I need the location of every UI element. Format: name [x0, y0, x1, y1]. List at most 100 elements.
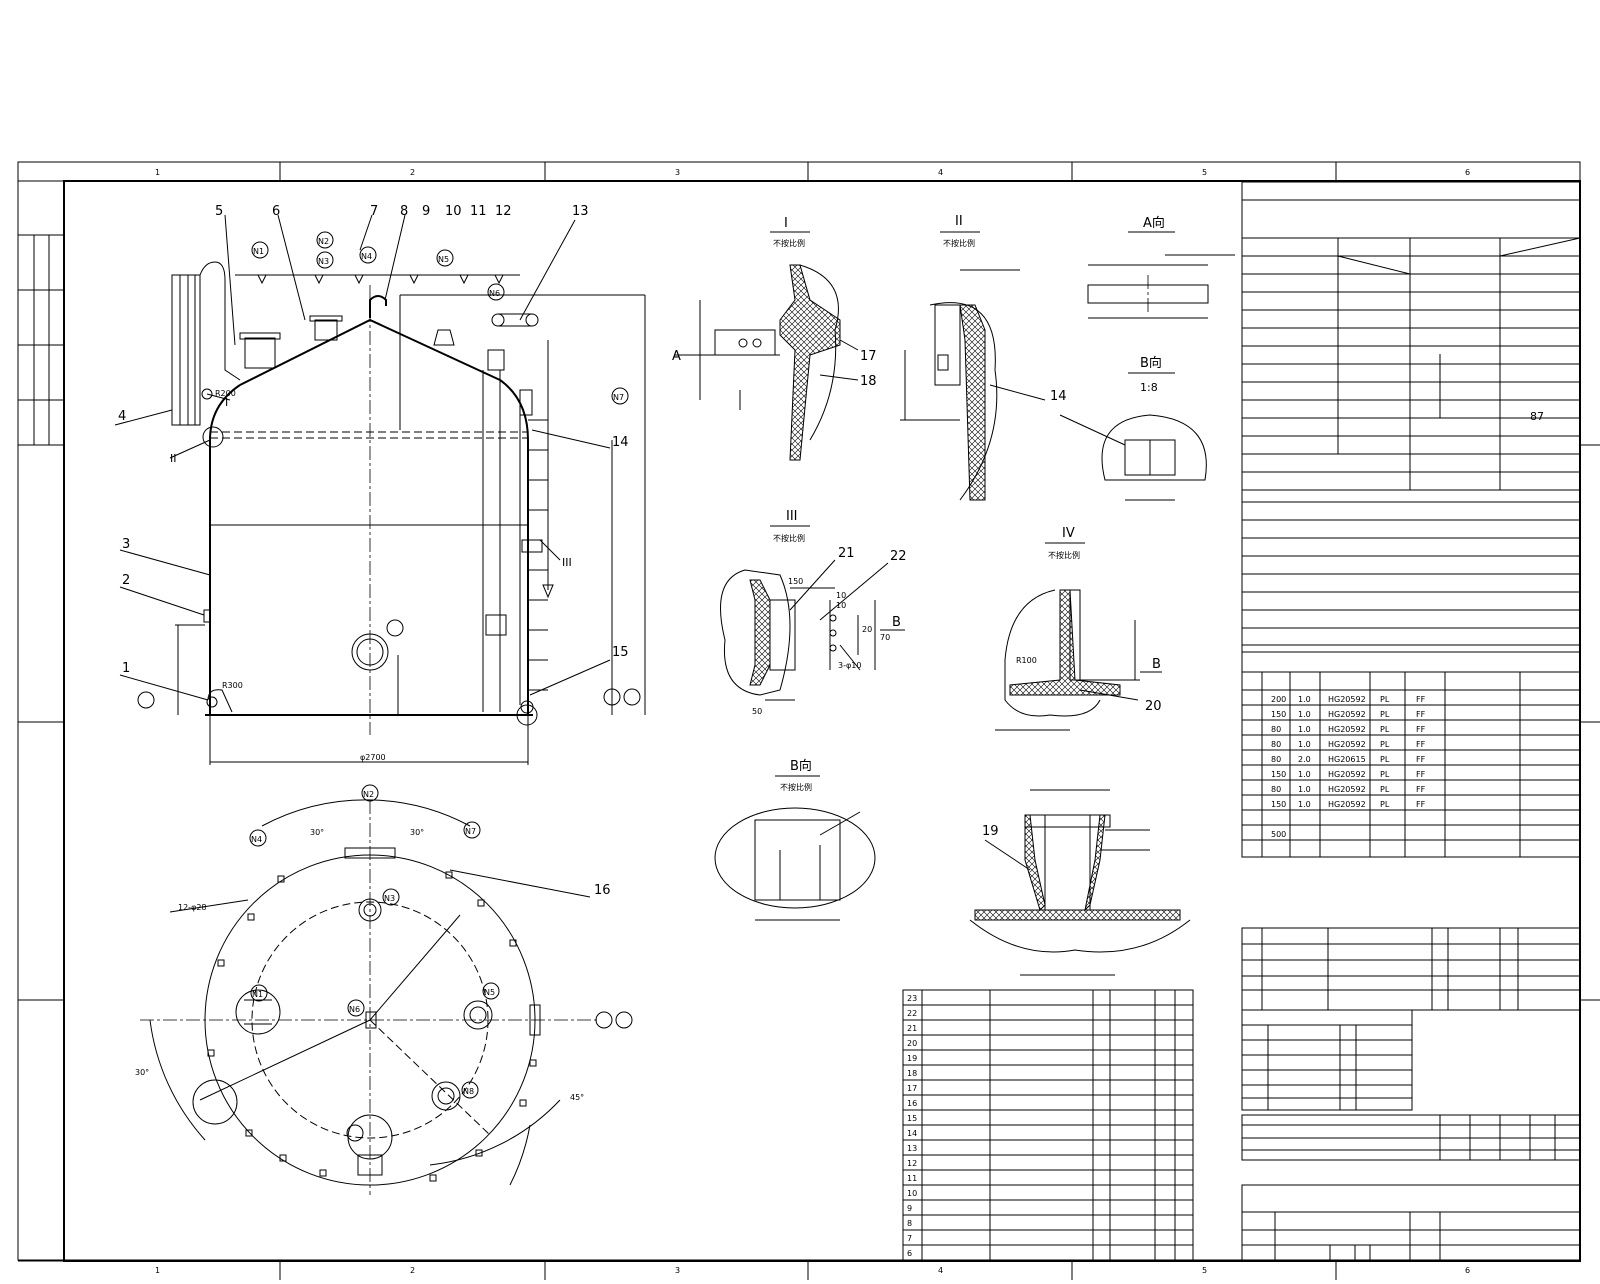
svg-text:16: 16 [907, 1099, 917, 1108]
svg-text:N4: N4 [251, 835, 262, 844]
svg-text:20: 20 [1145, 699, 1162, 714]
svg-text:N6: N6 [489, 289, 500, 298]
svg-text:18: 18 [860, 374, 877, 389]
svg-text:21: 21 [907, 1024, 917, 1033]
svg-text:18: 18 [907, 1069, 917, 1078]
svg-text:PL: PL [1380, 770, 1390, 779]
svg-text:14: 14 [1050, 389, 1067, 404]
svg-text:3: 3 [675, 1266, 680, 1275]
svg-text:12-φ28: 12-φ28 [178, 903, 207, 912]
nozzle-detail [969, 789, 1191, 976]
svg-text:87: 87 [1530, 410, 1544, 423]
svg-text:17: 17 [860, 349, 877, 364]
svg-text:PL: PL [1380, 785, 1390, 794]
svg-text:N5: N5 [438, 255, 449, 264]
svg-text:15: 15 [907, 1114, 917, 1123]
detail-b-view-1: B向 1:8 [1059, 355, 1207, 501]
svg-text:2.0: 2.0 [1298, 755, 1311, 764]
svg-text:17: 17 [907, 1084, 917, 1093]
svg-text:19: 19 [982, 824, 999, 839]
svg-text:1: 1 [155, 168, 160, 177]
svg-text:N2: N2 [363, 790, 374, 799]
part-label: 12 [495, 204, 512, 219]
svg-text:16: 16 [594, 883, 611, 898]
svg-text:不按比例: 不按比例 [943, 238, 975, 248]
dim-label: R200 [215, 389, 236, 398]
svg-text:N3: N3 [318, 257, 329, 266]
svg-text:PL: PL [1380, 725, 1390, 734]
svg-text:150: 150 [788, 577, 803, 586]
svg-text:HG20592: HG20592 [1328, 740, 1366, 749]
svg-text:FF: FF [1416, 695, 1426, 704]
svg-text:HG20592: HG20592 [1328, 785, 1366, 794]
svg-text:70: 70 [880, 633, 890, 642]
detail-ref: I [225, 396, 228, 409]
part-label: 2 [122, 573, 130, 588]
svg-text:N7: N7 [613, 393, 624, 402]
svg-text:HG20592: HG20592 [1328, 770, 1366, 779]
svg-text:1.0: 1.0 [1298, 710, 1311, 719]
design-data-table: 87 [1241, 181, 1581, 503]
parts-list-table [902, 989, 1194, 1261]
svg-text:IV: IV [1062, 526, 1075, 541]
svg-text:9: 9 [907, 1204, 912, 1213]
part-label: 13 [572, 204, 589, 219]
part-label: 9 [422, 204, 430, 219]
approval-block [1241, 1009, 1413, 1111]
svg-text:20: 20 [907, 1039, 917, 1048]
svg-text:500: 500 [1271, 830, 1286, 839]
svg-text:PL: PL [1380, 740, 1390, 749]
svg-text:2: 2 [410, 1266, 415, 1275]
title-block [1241, 1184, 1581, 1261]
detail-a-view: A向 [1087, 215, 1235, 319]
svg-text:22: 22 [907, 1009, 917, 1018]
svg-text:不按比例: 不按比例 [1048, 550, 1080, 560]
detail-iii: III 不按比例 [720, 509, 905, 701]
svg-text:HG20592: HG20592 [1328, 800, 1366, 809]
svg-text:20: 20 [862, 625, 872, 634]
svg-text:11: 11 [907, 1174, 917, 1183]
svg-text:5: 5 [1202, 1266, 1207, 1275]
svg-text:1.0: 1.0 [1298, 770, 1311, 779]
part-label: 14 [612, 435, 629, 450]
svg-text:200: 200 [1271, 695, 1286, 704]
part-label: 8 [400, 204, 408, 219]
svg-text:N8: N8 [463, 1087, 474, 1096]
svg-text:PL: PL [1380, 710, 1390, 719]
svg-text:不按比例: 不按比例 [780, 782, 812, 792]
main-view-nozzle-tags: N1 N2 N3 N4 N5 N6 N7 [137, 231, 641, 709]
svg-text:80: 80 [1271, 740, 1281, 749]
part-label: 10 [445, 204, 462, 219]
svg-text:30°: 30° [135, 1068, 149, 1077]
svg-text:1.0: 1.0 [1298, 740, 1311, 749]
svg-text:80: 80 [1271, 755, 1281, 764]
svg-text:19: 19 [907, 1054, 917, 1063]
detail-iv-labels: 20 B R100 [1016, 656, 1162, 714]
svg-text:10: 10 [836, 601, 846, 610]
svg-text:1: 1 [155, 1266, 160, 1275]
svg-text:B向: B向 [1140, 355, 1162, 371]
svg-text:N2: N2 [318, 237, 329, 246]
svg-text:PL: PL [1380, 755, 1390, 764]
svg-text:N1: N1 [252, 990, 263, 999]
svg-text:HG20592: HG20592 [1328, 725, 1366, 734]
svg-text:80: 80 [1271, 725, 1281, 734]
detail-i: I 不按比例 [675, 216, 859, 461]
svg-text:45°: 45° [570, 1093, 584, 1102]
svg-text:PL: PL [1380, 695, 1390, 704]
svg-text:N3: N3 [384, 894, 395, 903]
svg-text:1.0: 1.0 [1298, 800, 1311, 809]
svg-text:B向: B向 [790, 758, 812, 774]
svg-text:不按比例: 不按比例 [773, 533, 805, 543]
svg-text:1.0: 1.0 [1298, 785, 1311, 794]
svg-text:III: III [786, 509, 798, 524]
dim-label: φ2700 [360, 753, 386, 762]
svg-text:10: 10 [907, 1189, 917, 1198]
svg-text:30°: 30° [410, 828, 424, 837]
svg-text:A: A [672, 349, 681, 364]
detail-b-view-2: B向 不按比例 [714, 758, 876, 921]
svg-text:N5: N5 [484, 988, 495, 997]
plan-view-labels: 30° 30° 30° 45° 12-φ28 16 N4 N2 N7 N3 N1… [135, 784, 633, 1142]
svg-text:22: 22 [890, 549, 907, 564]
